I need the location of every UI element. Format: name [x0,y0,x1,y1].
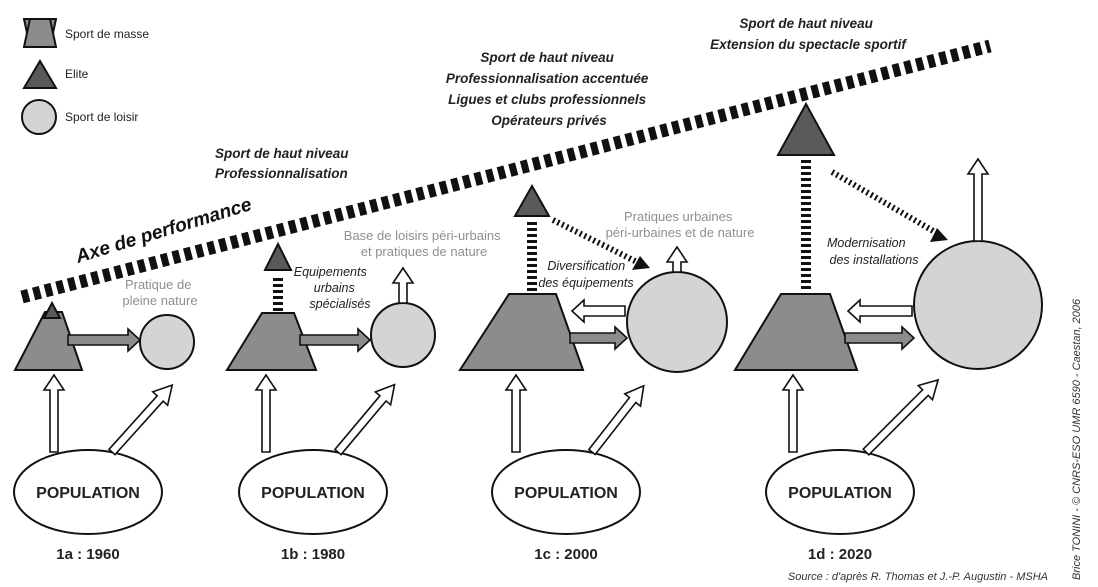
legend-elite-icon [22,59,58,89]
pop-to-mass-arrow-1a [42,373,66,453]
mass-to-leisure-arrow-1b [299,327,372,353]
year-label-1a: 1a : 1960 [56,546,119,563]
leisure-shape-1a [139,314,195,370]
leisure-up-arrow-1c [665,245,689,273]
leisure-text-1a-line-1: Pratique de [125,277,192,292]
leisure-to-mass-arrow-1d [846,298,913,324]
pop-to-mass-arrow-1c [504,373,528,453]
legend-leisure-icon [21,99,57,135]
year-label-1b: 1b : 1980 [281,546,345,563]
mass-to-leisure-arrow-1a [67,327,142,353]
header-1-line-1: Sport de haut niveau [215,146,349,161]
legend-elite-label: Elite [65,67,89,81]
leisure-text-1c-line-1: Pratiques urbaines [624,209,733,224]
leisure-text-1c-line-2: péri-urbaines et de nature [606,225,755,240]
mass-to-leisure-arrow-1c [569,325,629,351]
leisure-text-1c: Pratiques urbaines péri-urbaines et de n… [606,209,755,240]
legend-mass-label: Sport de masse [65,27,149,41]
header-2: Sport de haut niveau Professionnalisatio… [446,50,652,128]
leisure-up-arrow-1b [391,266,415,304]
elite-to-leisure-dotted-1c [551,217,639,265]
elite-to-leisure-arrowhead-1d [930,228,948,242]
elite-to-leisure-arrowhead-1c [632,256,650,270]
elite-to-leisure-dotted-1d [830,169,937,235]
credit-text: Brice TONINI - © CNRS-ESO UMR 6590 - Cae… [1071,298,1083,580]
leisure-text-1a-line-2: pleine nature [122,293,197,308]
population-ellipse-1a [13,449,163,535]
pop-to-leisure-arrow-1d [862,378,940,456]
panel-1b: POPULATION 1b : 1980 Equipements urbains… [225,228,504,563]
leisure-text-1a: Pratique de pleine nature [122,277,197,308]
annot-1c-line-2: des équipements [538,276,633,290]
leisure-text-1b-line-1: Base de loisirs péri-urbains [344,228,501,243]
leisure-shape-1b [370,302,436,368]
header-2-line-1: Sport de haut niveau [480,50,614,65]
leisure-up-arrow-1d [966,157,990,242]
elite-shape-1d [776,101,836,156]
population-label-1d: POPULATION [788,485,892,502]
annot-1b: Equipements urbains spécialisés [294,265,371,311]
mass-shape-1c [458,293,585,371]
header-2-line-4: Opérateurs privés [491,113,607,128]
annot-1c: Diversification des équipements [538,259,633,290]
leisure-shape-1c [626,271,728,373]
population-ellipse-1d [765,449,915,535]
header-3-line-2: Extension du spectacle sportif [710,37,907,52]
pop-to-leisure-arrow-1b [333,383,396,456]
annot-1d-line-2: des installations [830,253,919,267]
header-3-line-1: Sport de haut niveau [739,16,873,31]
population-label-1b: POPULATION [261,485,365,502]
elite-shape-1c [513,183,551,217]
legend: Sport de masse Elite Sport de loisir [21,18,149,135]
pop-to-leisure-arrow-1a [107,383,174,456]
legend-mass-shape [22,18,58,48]
mass-shape-1b [225,312,318,371]
annot-1b-line-1: Equipements [294,265,367,279]
panel-1d: POPULATION 1d : 2020 Modernisation des i… [733,101,1043,563]
annot-1d-line-1: Modernisation [827,236,906,250]
annot-1b-line-2: urbains [314,281,355,295]
panel-1a: POPULATION 1a : 1960 Pratique de pleine … [13,277,198,563]
mass-to-leisure-arrow-1d [844,325,916,351]
leisure-text-1b: Base de loisirs péri-urbains et pratique… [344,228,504,259]
mass-shape-1d [733,293,859,371]
annot-1d: Modernisation des installations [827,236,918,267]
annot-1c-line-1: Diversification [547,259,625,273]
header-1-line-2: Professionnalisation [215,166,348,181]
header-3: Sport de haut niveau Extension du specta… [710,16,907,52]
header-1: Sport de haut niveau Professionnalisatio… [215,146,352,181]
year-label-1d: 1d : 2020 [808,546,872,563]
leisure-shape-1d [913,240,1043,370]
population-ellipse-1b [238,449,388,535]
pop-to-mass-arrow-1d [781,373,805,453]
source-text: Source : d'après R. Thomas et J.-P. Augu… [788,571,1048,583]
population-label-1a: POPULATION [36,485,140,502]
pop-to-mass-arrow-1b [254,373,278,453]
header-2-line-2: Professionnalisation accentuée [446,71,649,86]
population-label-1c: POPULATION [514,485,618,502]
panel-1c: POPULATION 1c : 2000 Diversification des… [458,183,755,563]
pop-to-leisure-arrow-1c [587,384,645,456]
population-ellipse-1c [491,449,641,535]
annot-1b-line-3: spécialisés [309,297,370,311]
elite-shape-1a [42,300,62,319]
performance-axis-line [20,39,992,304]
header-2-line-3: Ligues et clubs professionnels [448,92,647,107]
leisure-text-1b-line-2: et pratiques de nature [361,244,487,259]
leisure-to-mass-arrow-1c [570,298,626,324]
legend-leisure-label: Sport de loisir [65,110,138,124]
year-label-1c: 1c : 2000 [534,546,597,563]
elite-shape-1b [263,241,293,271]
